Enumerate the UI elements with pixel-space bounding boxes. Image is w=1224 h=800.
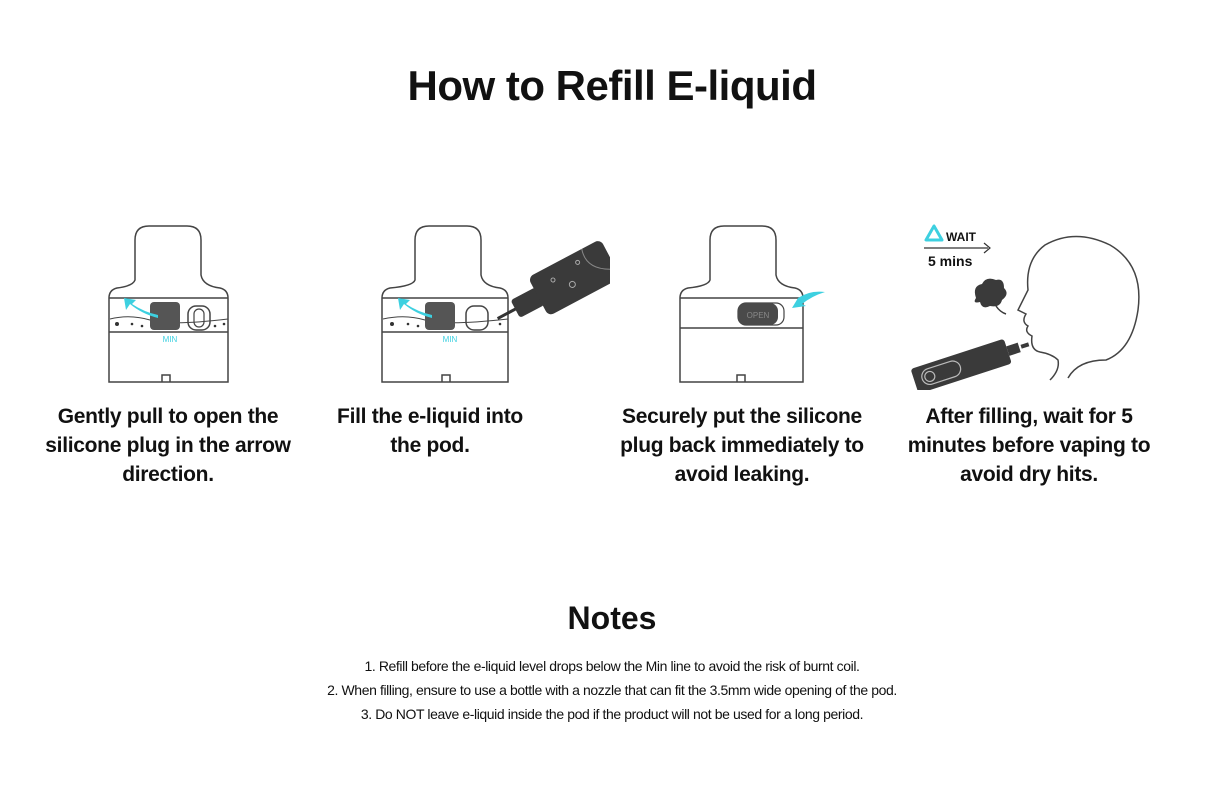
note-item: 1. Refill before the e-liquid level drop… [364,658,860,674]
note-item: 2. When filling, ensure to use a bottle … [327,682,897,698]
step-1-caption: Gently pull to open the silicone plug in… [45,405,291,486]
bottle-icon [496,241,610,320]
vapor-cloud-icon [974,278,1007,308]
min-label: MIN [163,335,178,344]
step-3-illustration: OPEN [679,225,825,383]
fill-hole [187,305,211,331]
pull-arrow-icon [398,298,432,318]
silicone-plug [738,303,778,325]
step-1-illustration: MIN [108,225,229,383]
plug-label: OPEN [747,311,770,320]
page-title: How to Refill E-liquid [407,62,817,109]
step-4-caption: After filling, wait for 5 minutes before… [907,405,1151,486]
note-item: 3. Do NOT leave e-liquid inside the pod … [360,706,864,722]
wait-arrow-head [983,242,991,254]
min-label: MIN [443,335,458,344]
notes-list: 1. Refill before the e-liquid level drop… [0,654,1224,726]
step-2-illustration: MIN [381,225,610,383]
vape-device-icon [911,339,1030,390]
step-4-illustration: WAIT 5 mins [911,224,1140,390]
push-arrow-icon [792,291,825,308]
pull-arrow-icon [124,298,158,318]
notes-title: Notes [567,600,657,636]
wait-label: WAIT [946,230,977,244]
step-2-caption: Fill the e-liquid into the pod. [337,405,523,457]
step-3-caption: Securely put the silicone plug back imme… [620,405,864,486]
warning-icon [924,224,944,242]
silicone-plug [150,302,180,330]
wait-time: 5 mins [928,253,973,269]
head-outline-icon [1016,235,1140,381]
silicone-plug [425,302,455,330]
